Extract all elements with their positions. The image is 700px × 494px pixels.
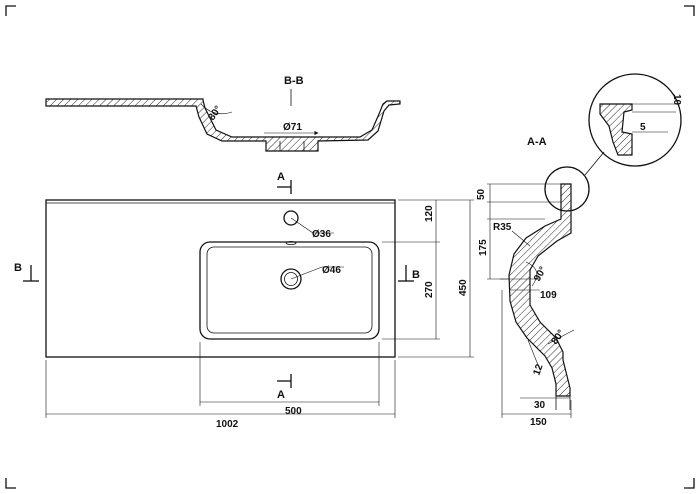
dim-total-width: 1002 (216, 419, 239, 430)
bb-drain-dim: Ø71 (283, 122, 302, 133)
dim-edge-height: 50 (476, 188, 487, 200)
bb-label: B-B (284, 75, 304, 87)
detail-5: 5 (640, 122, 646, 133)
dim-aa-width: 150 (530, 417, 547, 428)
section-bb: B-B Ø71 80° (45, 75, 401, 152)
plan-view: A A B B Ø36 Ø46 1002 (14, 171, 474, 430)
drain-dim: Ø46 (322, 265, 341, 276)
plan-outline (45, 199, 396, 358)
drain-outer (280, 268, 302, 290)
detail-circle-small (544, 166, 590, 212)
dim-tap-offset: 120 (424, 205, 435, 222)
dim-bowl-depth: 270 (424, 281, 435, 298)
cut-b-right: B (412, 269, 420, 281)
dim-depth: 450 (458, 279, 469, 296)
cut-b-left: B (14, 262, 22, 274)
aa-label: A-A (527, 136, 547, 148)
dim-wall: 12 (531, 362, 545, 377)
basin-inner (206, 246, 373, 334)
detail-10: 10 (671, 94, 682, 106)
dim-angle-aa: 90° (532, 265, 549, 284)
dim-rim: 30 (534, 400, 546, 411)
corner-marks (5, 5, 695, 489)
detail-circle-large (588, 73, 682, 167)
bb-slab (45, 98, 401, 152)
dim-radius: R35 (493, 222, 512, 233)
tap-hole (283, 210, 299, 226)
dim-offset: 109 (540, 290, 557, 301)
cut-a-top: A (277, 171, 285, 183)
section-aa: A-A 10 5 50 175 R35 90° 109 (476, 73, 682, 428)
tap-hole-dim: Ø36 (312, 229, 331, 240)
dim-bowl-width: 500 (285, 406, 302, 417)
basin-outer (199, 241, 380, 340)
drain-inner (284, 272, 298, 286)
dim-profile-height: 175 (478, 239, 489, 256)
cut-a-bottom: A (277, 389, 285, 401)
detail-zoom (599, 103, 633, 156)
